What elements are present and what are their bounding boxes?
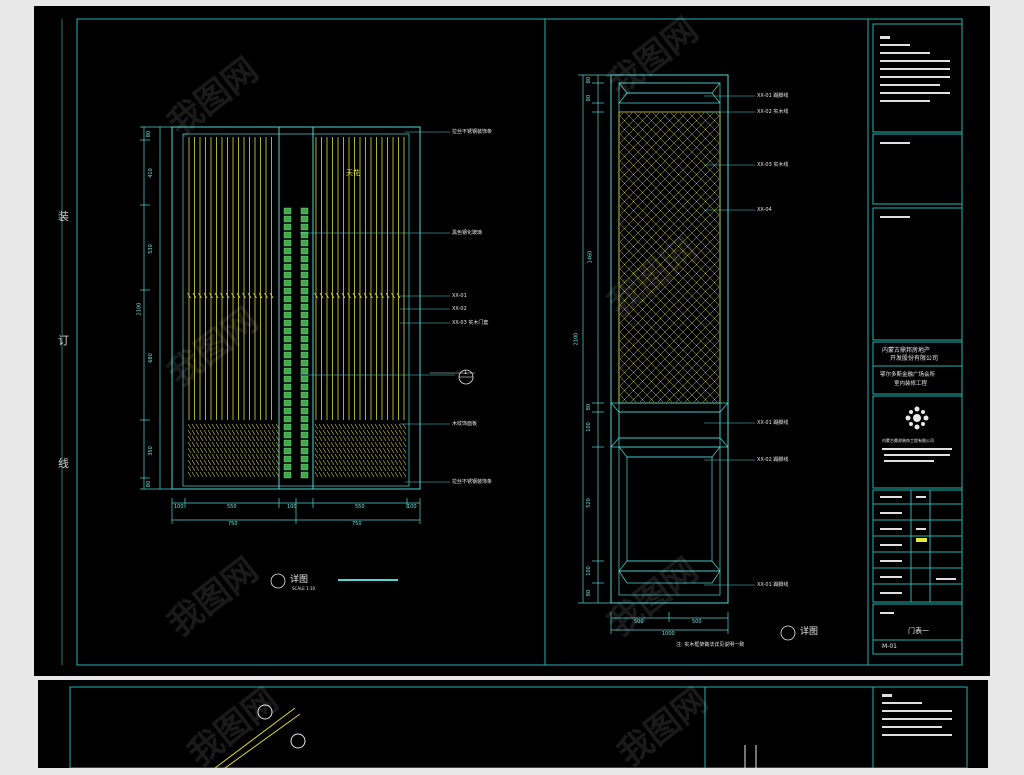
right-dim-h-2: 500 bbox=[692, 619, 702, 625]
right-dim-v-9: 80 bbox=[586, 589, 593, 597]
right-callout-3: XX-03 实木线 bbox=[757, 162, 789, 168]
drawing-number: M-01 bbox=[882, 643, 897, 650]
firm-name: 内蒙古鼎邦装饰工程有限公司 bbox=[882, 438, 934, 443]
right-callout-2: XX-02 实木线 bbox=[757, 109, 789, 115]
right-dim-v-2: 80 bbox=[586, 94, 593, 102]
left-callout-6: 木纹饰面板 bbox=[452, 421, 478, 427]
right-callout-7: XX-01 踢脚线 bbox=[757, 582, 789, 588]
dim-v-6: 350 bbox=[147, 446, 154, 456]
upper-sheet bbox=[34, 6, 990, 676]
right-dim-v-7: 520 bbox=[585, 498, 592, 508]
dim-v-7: 80 bbox=[146, 480, 153, 488]
right-callout-5: XX-01 踢脚线 bbox=[757, 420, 789, 426]
lower-title-block-lines bbox=[882, 694, 952, 736]
binding-mark-1: 装 bbox=[58, 210, 69, 223]
left-callout-7: 拉丝不锈钢装饰条 bbox=[452, 479, 493, 485]
left-callout-5: XX-03 实木门套 bbox=[452, 320, 489, 326]
right-door-elevation bbox=[578, 74, 796, 641]
right-callout-4: XX-04 bbox=[757, 207, 772, 213]
right-detail-title: 详图 bbox=[800, 627, 819, 637]
dim-h-2: 550 bbox=[227, 504, 237, 510]
detail-title-symbol bbox=[270, 573, 286, 589]
right-dim-v-3: 1460 bbox=[587, 250, 594, 264]
right-dim-h-3: 1000 bbox=[662, 631, 675, 637]
title-block-highlight bbox=[916, 538, 927, 542]
dim-v-4: 2100 bbox=[136, 302, 143, 316]
left-detail-scale: SCALE 1:10 bbox=[292, 586, 316, 591]
lower-detail-fragment bbox=[214, 704, 757, 769]
lower-sheet bbox=[38, 680, 988, 768]
left-callout-1: 拉丝不锈钢装饰条 bbox=[452, 129, 493, 135]
binding-mark-2: 订 bbox=[58, 334, 69, 347]
left-callout-2: 黑色钢化玻璃 bbox=[452, 230, 483, 236]
right-callout-6: XX-02 踢脚线 bbox=[757, 457, 789, 463]
dim-v-3: 530 bbox=[147, 244, 154, 254]
right-dim-h-1: 500 bbox=[634, 619, 644, 625]
dim-h-1: 100 bbox=[174, 504, 184, 510]
firm-logo bbox=[905, 406, 929, 430]
project-name-line2: 室内装修工程 bbox=[894, 381, 928, 387]
dim-v-1: 80 bbox=[146, 130, 153, 138]
right-detail-note: 注: 实木框架做法详见说明一致 bbox=[676, 642, 745, 648]
dim-h-3: 100 bbox=[287, 504, 297, 510]
right-dim-v-1: 80 bbox=[586, 76, 593, 84]
drawing-name: 门表一 bbox=[908, 627, 929, 635]
binding-mark-3: 线 bbox=[58, 457, 69, 470]
project-name-line1: 鄂尔多斯金融广场会所 bbox=[880, 372, 936, 378]
client-name-line1: 内蒙古鼎邦房地产 bbox=[882, 347, 931, 354]
right-title-symbol bbox=[780, 625, 796, 641]
client-name-line2: 开发股份有限公司 bbox=[890, 355, 939, 362]
panel-label: 天花 bbox=[346, 169, 360, 177]
dim-h-6: 750 bbox=[228, 521, 238, 527]
title-block bbox=[872, 23, 963, 655]
dim-h-5: 100 bbox=[407, 504, 417, 510]
right-dim-v-5: 80 bbox=[586, 403, 593, 411]
dim-h-4: 550 bbox=[355, 504, 365, 510]
left-door-elevation bbox=[140, 126, 475, 589]
right-dim-v-8: 100 bbox=[585, 566, 592, 576]
right-callout-1: XX-01 踢脚线 bbox=[757, 93, 789, 99]
left-callout-3: XX-01 bbox=[452, 293, 467, 299]
title-block-text-lines bbox=[880, 36, 956, 614]
dim-h-7: 750 bbox=[352, 521, 362, 527]
right-dim-v-4: 2100 bbox=[573, 332, 580, 346]
left-callout-4: XX-02 bbox=[452, 306, 467, 312]
dim-v-5: 680 bbox=[147, 353, 154, 363]
right-dim-v-6: 100 bbox=[585, 422, 592, 432]
section-mark-number: 1 bbox=[464, 370, 468, 376]
left-detail-title: 详图 bbox=[290, 575, 309, 585]
dim-v-2: 410 bbox=[147, 168, 154, 178]
